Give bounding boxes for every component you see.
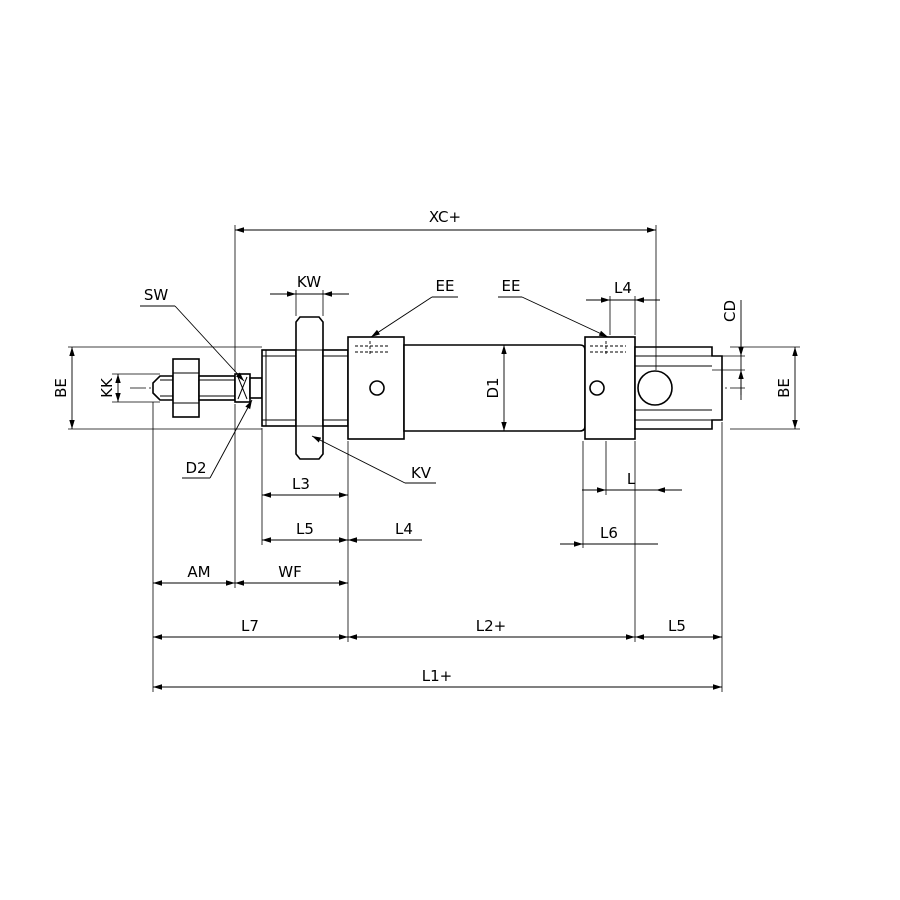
label-wf: WF: [278, 563, 301, 581]
label-ee-front: EE: [436, 277, 455, 295]
leader-lines: [140, 296, 609, 484]
label-am: AM: [187, 563, 210, 581]
label-be-right: BE: [775, 378, 793, 398]
label-ee-rear: EE: [502, 277, 521, 295]
piston-rod: [249, 377, 263, 399]
label-d1: D1: [484, 377, 502, 398]
clevis-pin-hole: [637, 370, 673, 406]
label-l3: L3: [292, 475, 310, 493]
label-kv: KV: [411, 464, 432, 482]
label-l5-front: L5: [296, 520, 314, 538]
label-xc: XC+: [429, 208, 461, 226]
dimension-labels: XC+ KW EE EE L4 SW D2 KV L3 L L5 L4 L6 A…: [52, 208, 793, 685]
front-port: [369, 380, 385, 396]
neck-thread: [322, 349, 349, 427]
label-l5-rear: L5: [668, 617, 686, 635]
label-l4-bottom: L4: [395, 520, 413, 538]
front-bearing: [261, 349, 297, 427]
rod-lock-nut: [172, 358, 200, 418]
label-l7: L7: [241, 617, 259, 635]
mounting-nut: [295, 316, 324, 460]
label-l2: L2+: [476, 617, 506, 635]
label-sw: SW: [144, 286, 169, 304]
label-l1: L1+: [422, 667, 452, 685]
dimension-lines: [69, 227, 798, 690]
label-l4-top: L4: [614, 279, 632, 297]
cylinder-body-geometry: [152, 316, 723, 460]
label-d2: D2: [185, 459, 206, 477]
label-l-rear: L: [627, 470, 636, 488]
rear-port: [589, 380, 605, 396]
label-l6: L6: [600, 524, 618, 542]
extension-lines: [68, 225, 800, 692]
rear-clevis: [634, 346, 723, 430]
label-kk: KK: [98, 377, 116, 398]
label-be-left: BE: [52, 378, 70, 398]
label-cd: CD: [721, 300, 739, 322]
label-kw: KW: [297, 273, 321, 291]
